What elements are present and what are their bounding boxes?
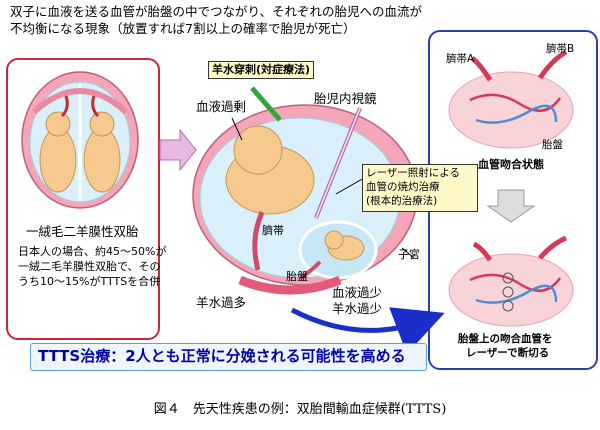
laser-line-2: 血管の焼灼治療 (366, 181, 440, 193)
right-placenta-label: 胎盤 (542, 139, 563, 151)
large-fetus (225, 125, 315, 215)
cut-line-2: レーザーで断切る (466, 347, 550, 359)
amniocentesis-label: 羊水穿刺(対症療法) (208, 61, 315, 79)
left-panel-desc-2: 一絨二毛羊膜性双胎で、その (18, 260, 161, 273)
down-arrow-icon (486, 189, 536, 223)
placenta-bottom-diagram (448, 235, 574, 327)
left-panel-desc-3: うち10〜15%がTTTSを合併 (18, 275, 161, 288)
left-twin-a (39, 111, 77, 193)
oligohydramnios-label: 羊水過少 (332, 301, 383, 316)
placenta-top-diagram (448, 49, 574, 149)
small-fetus (324, 230, 365, 261)
amniocentesis-needle-icon (250, 86, 282, 122)
fetoscope-label: 胎児内視鏡 (314, 91, 377, 106)
laser-line-3: (根本的治療法) (366, 195, 438, 207)
header-line-2: 不均衡になる現象（放置すれば7割以上の確率で胎児が死亡） (10, 21, 356, 36)
uterus-label: 子宮 (398, 248, 420, 261)
placenta-label: 胎盤 (286, 270, 308, 283)
blood-excess-label: 血液過剰 (196, 99, 247, 114)
figure-caption: 図４ 先天性疾患の例：双胎間輸血症候群(TTTS) (153, 402, 447, 417)
cut-line-1: 胎盤上の吻合血管を (458, 333, 553, 345)
left-panel-title: 一絨毛二羊膜性双胎 (26, 224, 139, 239)
cord-b-label: 臍帯B (546, 43, 575, 55)
right-arrow-icon (159, 128, 197, 172)
left-panel-desc-1: 日本人の場合、約45〜50%が (18, 245, 167, 258)
polyhydramnios-label: 羊水過多 (196, 295, 247, 310)
caption-box (30, 343, 427, 371)
left-twin-b (83, 111, 121, 193)
ttts-treatment-caption: TTTS治療：2人とも正常に分娩される可能性を高める (38, 347, 406, 365)
laser-line-1: レーザー照射による (366, 167, 460, 179)
blue-curved-arrow-icon (290, 307, 445, 354)
left-uterus-diagram (21, 71, 139, 209)
blood-shortage-label: 血液過少 (332, 285, 383, 300)
laser-treatment-box (362, 164, 478, 212)
header-line-1: 双子に血液を送る血管が胎盤の中でつながり、それぞれの胎児への血流が (10, 4, 423, 19)
umbilical-cord-label: 臍帯 (262, 224, 284, 237)
cord-a-label: 臍帯A (446, 53, 475, 65)
anastomosis-label: 血管吻合状態 (478, 158, 544, 171)
